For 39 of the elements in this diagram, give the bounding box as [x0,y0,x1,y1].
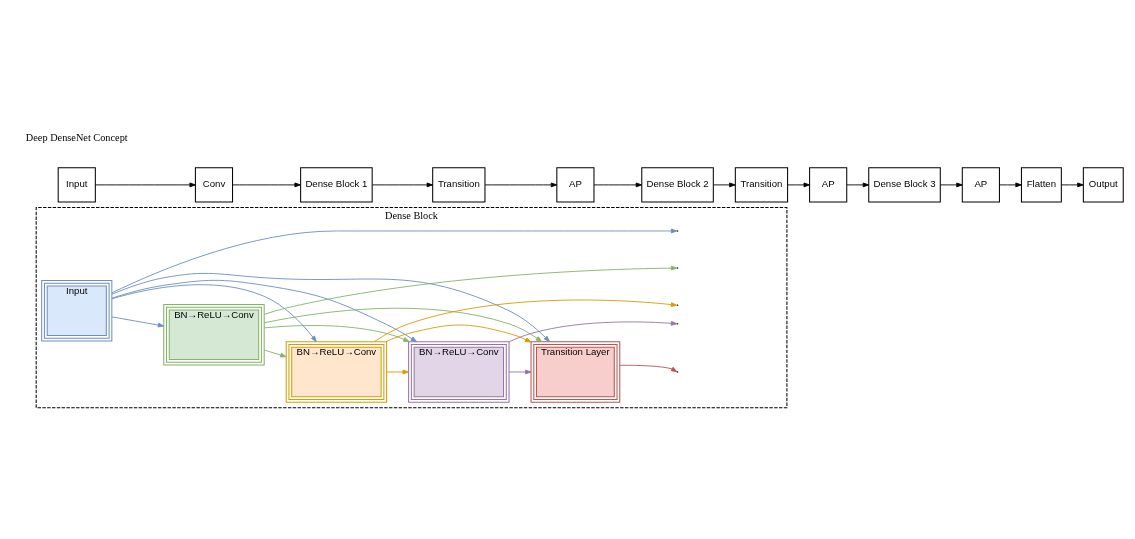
node-box: AP [961,167,1000,203]
arrow [593,182,643,188]
arrow [372,182,434,188]
node-box: Dense Block 1 [300,167,373,203]
node-box: Output [1082,167,1124,203]
node-box: Flatten [1020,167,1062,203]
node-box: AP [556,167,595,203]
label: Deep DenseNet Concept [25,131,128,143]
arrow [1061,182,1084,188]
arrow [263,349,287,358]
node-box: Dense Block 2 [641,167,714,203]
arrow [232,182,301,188]
arrow [263,265,678,315]
arrow [999,182,1022,188]
arrow [95,182,196,188]
arrow [111,228,678,294]
arrow [940,182,963,188]
node-box: Dense Block 3 [868,167,941,203]
arrow [385,324,532,343]
node-box: AP [809,167,848,203]
node-box: Input [57,167,96,203]
arrow [846,182,870,188]
arrow [619,364,678,373]
arrow [386,369,409,375]
arrow [713,182,736,188]
arrow [484,182,558,188]
node-box: Transition [734,167,789,203]
node-box: Conv [194,167,234,203]
arrow [373,299,678,343]
arrow [263,307,543,342]
arrow [111,279,417,343]
arrow [111,316,165,328]
arrow [111,272,550,342]
arrow [263,325,410,343]
arrow [508,321,678,343]
arrow [508,369,532,375]
node-box: Transition [432,167,486,203]
arrow [787,182,810,188]
arrow [111,284,317,343]
